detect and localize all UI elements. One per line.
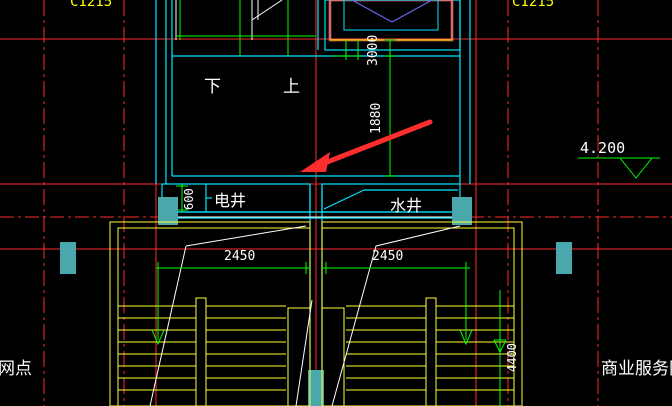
stair-up-label: 上 (283, 77, 300, 97)
dimension-3000: 3000 (366, 35, 381, 66)
elevation-value: 4.200 (580, 139, 625, 157)
room-name-left: 网点 (0, 359, 32, 379)
dimension-4400: 4400 (505, 343, 519, 372)
lower-dimensions (151, 262, 507, 406)
lower-stair-left (109, 221, 311, 406)
window-code-right: C1215 (512, 0, 554, 10)
columns (60, 197, 572, 406)
dimension-1880: 1880 (369, 103, 384, 134)
window-code-left: C1215 (70, 0, 112, 10)
room-water-shaft: 水井 (390, 196, 422, 215)
dimension-600: 600 (182, 188, 196, 210)
dimension-2450-right: 2450 (372, 249, 403, 264)
room-name-right: 商业服务网 (601, 359, 672, 379)
elevator-shaft (328, 0, 454, 42)
vertical-dimension (176, 39, 396, 212)
lower-stair-right (321, 221, 523, 406)
walls (155, 0, 471, 406)
stair-break-lines (149, 225, 461, 406)
room-electric-shaft: 电井 (214, 191, 246, 210)
dimension-2450-left: 2450 (224, 249, 255, 264)
upper-stair-dimension (176, 0, 316, 56)
stair-down-label: 下 (204, 77, 221, 97)
red-arrow-annotation (300, 119, 433, 172)
elevation-marker (578, 157, 660, 179)
upper-stair (175, 0, 289, 40)
